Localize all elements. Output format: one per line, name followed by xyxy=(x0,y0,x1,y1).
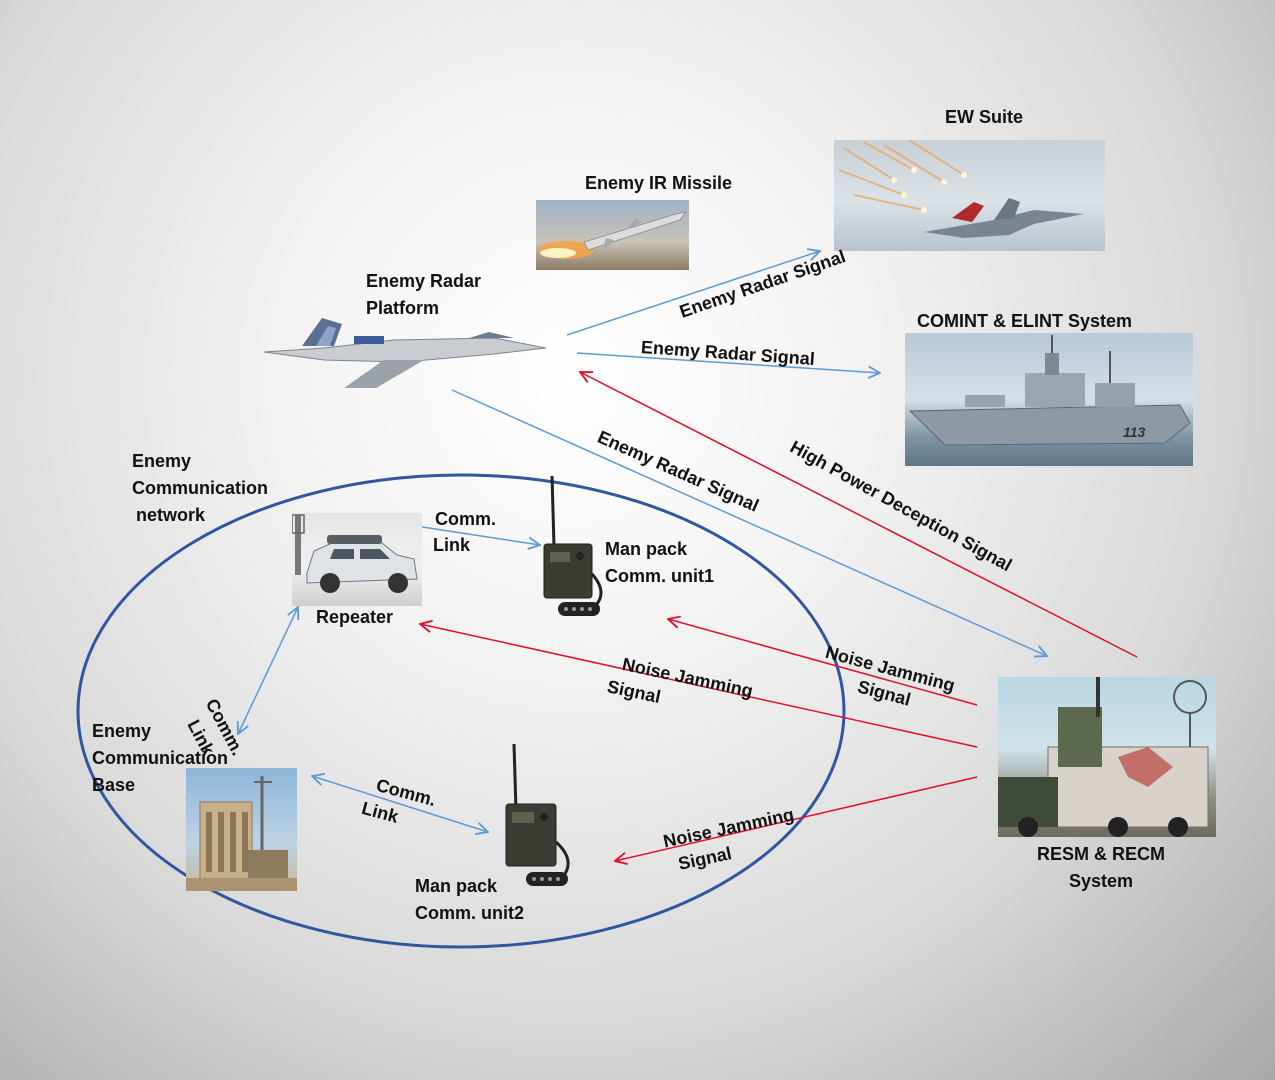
radio-manpack-icon xyxy=(505,743,570,886)
enemy-comm-base-line2: Communication xyxy=(92,748,229,768)
enemy-comm-base-photo xyxy=(186,768,297,891)
manpack1-line2: Comm. unit1 xyxy=(605,566,715,586)
enemy-comm-network-ellipse xyxy=(76,473,846,949)
enemy-ir-missile-label: Enemy IR Missile xyxy=(585,173,733,193)
comm-link-1-line2: Link xyxy=(433,535,471,555)
enemy-comm-base-line1: Enemy xyxy=(92,721,152,741)
comm-link-repeater-base-arrow xyxy=(238,607,298,734)
manpack-unit2-image xyxy=(500,742,580,892)
noise-jamming-repeater-arrow xyxy=(420,624,978,748)
deception-signal-arrow xyxy=(580,372,1138,658)
manpack-unit1-image xyxy=(540,474,610,629)
hull-number-text: 113 xyxy=(1123,424,1146,440)
noise-jamming-manpack1-arrow xyxy=(668,619,978,706)
radar-signal-to-resm-arrow xyxy=(451,389,1047,656)
comint-elint-ship-photo: 113 xyxy=(905,333,1193,466)
enemy-comm-network-line3: network xyxy=(136,505,206,525)
radio-manpack-icon xyxy=(543,475,603,616)
missile-image xyxy=(538,211,687,259)
comm-link-1-line1: Comm. xyxy=(435,509,497,529)
comint-elint-label: COMINT & ELINT System xyxy=(917,311,1133,331)
enemy-comm-base-line3: Base xyxy=(92,775,136,795)
enemy-comm-network-line2: Communication xyxy=(132,478,269,498)
enemy-radar-platform-image xyxy=(264,316,549,392)
flares-jet-image xyxy=(838,140,1084,238)
repeater-vehicle-photo xyxy=(292,513,422,606)
ew-suite-photo xyxy=(834,140,1105,251)
fighter-jet-icon xyxy=(264,318,547,388)
resm-recm-line1: RESM & RECM xyxy=(1037,844,1166,864)
manpack1-line1: Man pack xyxy=(605,539,688,559)
comm-link-repeater-manpack1-label: Comm. Link xyxy=(433,506,497,558)
enemy-radar-platform-line2: Platform xyxy=(366,298,440,318)
radar-signal-to-ew-arrow xyxy=(566,251,820,336)
resm-recm-line2: System xyxy=(1068,871,1134,891)
building-tower-image xyxy=(186,776,297,891)
enemy-ir-missile-photo xyxy=(536,200,689,270)
resm-recm-system-photo xyxy=(998,677,1216,837)
manpack2-label: Man pack Comm. unit2 xyxy=(415,873,524,927)
enemy-radar-platform-label: Enemy Radar Platform xyxy=(366,268,481,322)
warship-image: 113 xyxy=(908,335,1191,446)
ew-suite-label: EW Suite xyxy=(945,107,1024,127)
manpack1-label: Man pack Comm. unit1 xyxy=(605,536,714,590)
enemy-comm-network-line1: Enemy xyxy=(132,451,192,471)
radar-signal-to-comint-arrow xyxy=(576,352,880,373)
comm-link-base-manpack2-arrow xyxy=(312,776,488,832)
manpack2-line2: Comm. unit2 xyxy=(415,903,525,923)
noise-jamming-manpack2-arrow xyxy=(615,776,978,861)
resm-recm-label: RESM & RECM System xyxy=(1037,841,1165,895)
repeater-label: Repeater xyxy=(316,607,394,627)
enemy-radar-platform-line1: Enemy Radar xyxy=(366,271,482,291)
enemy-comm-base-label: Enemy Communication Base xyxy=(92,718,228,799)
suv-image xyxy=(292,514,418,593)
enemy-comm-network-label: Enemy Communication network xyxy=(132,448,268,529)
radar-truck-image xyxy=(998,677,1209,837)
manpack2-line1: Man pack xyxy=(415,876,498,896)
